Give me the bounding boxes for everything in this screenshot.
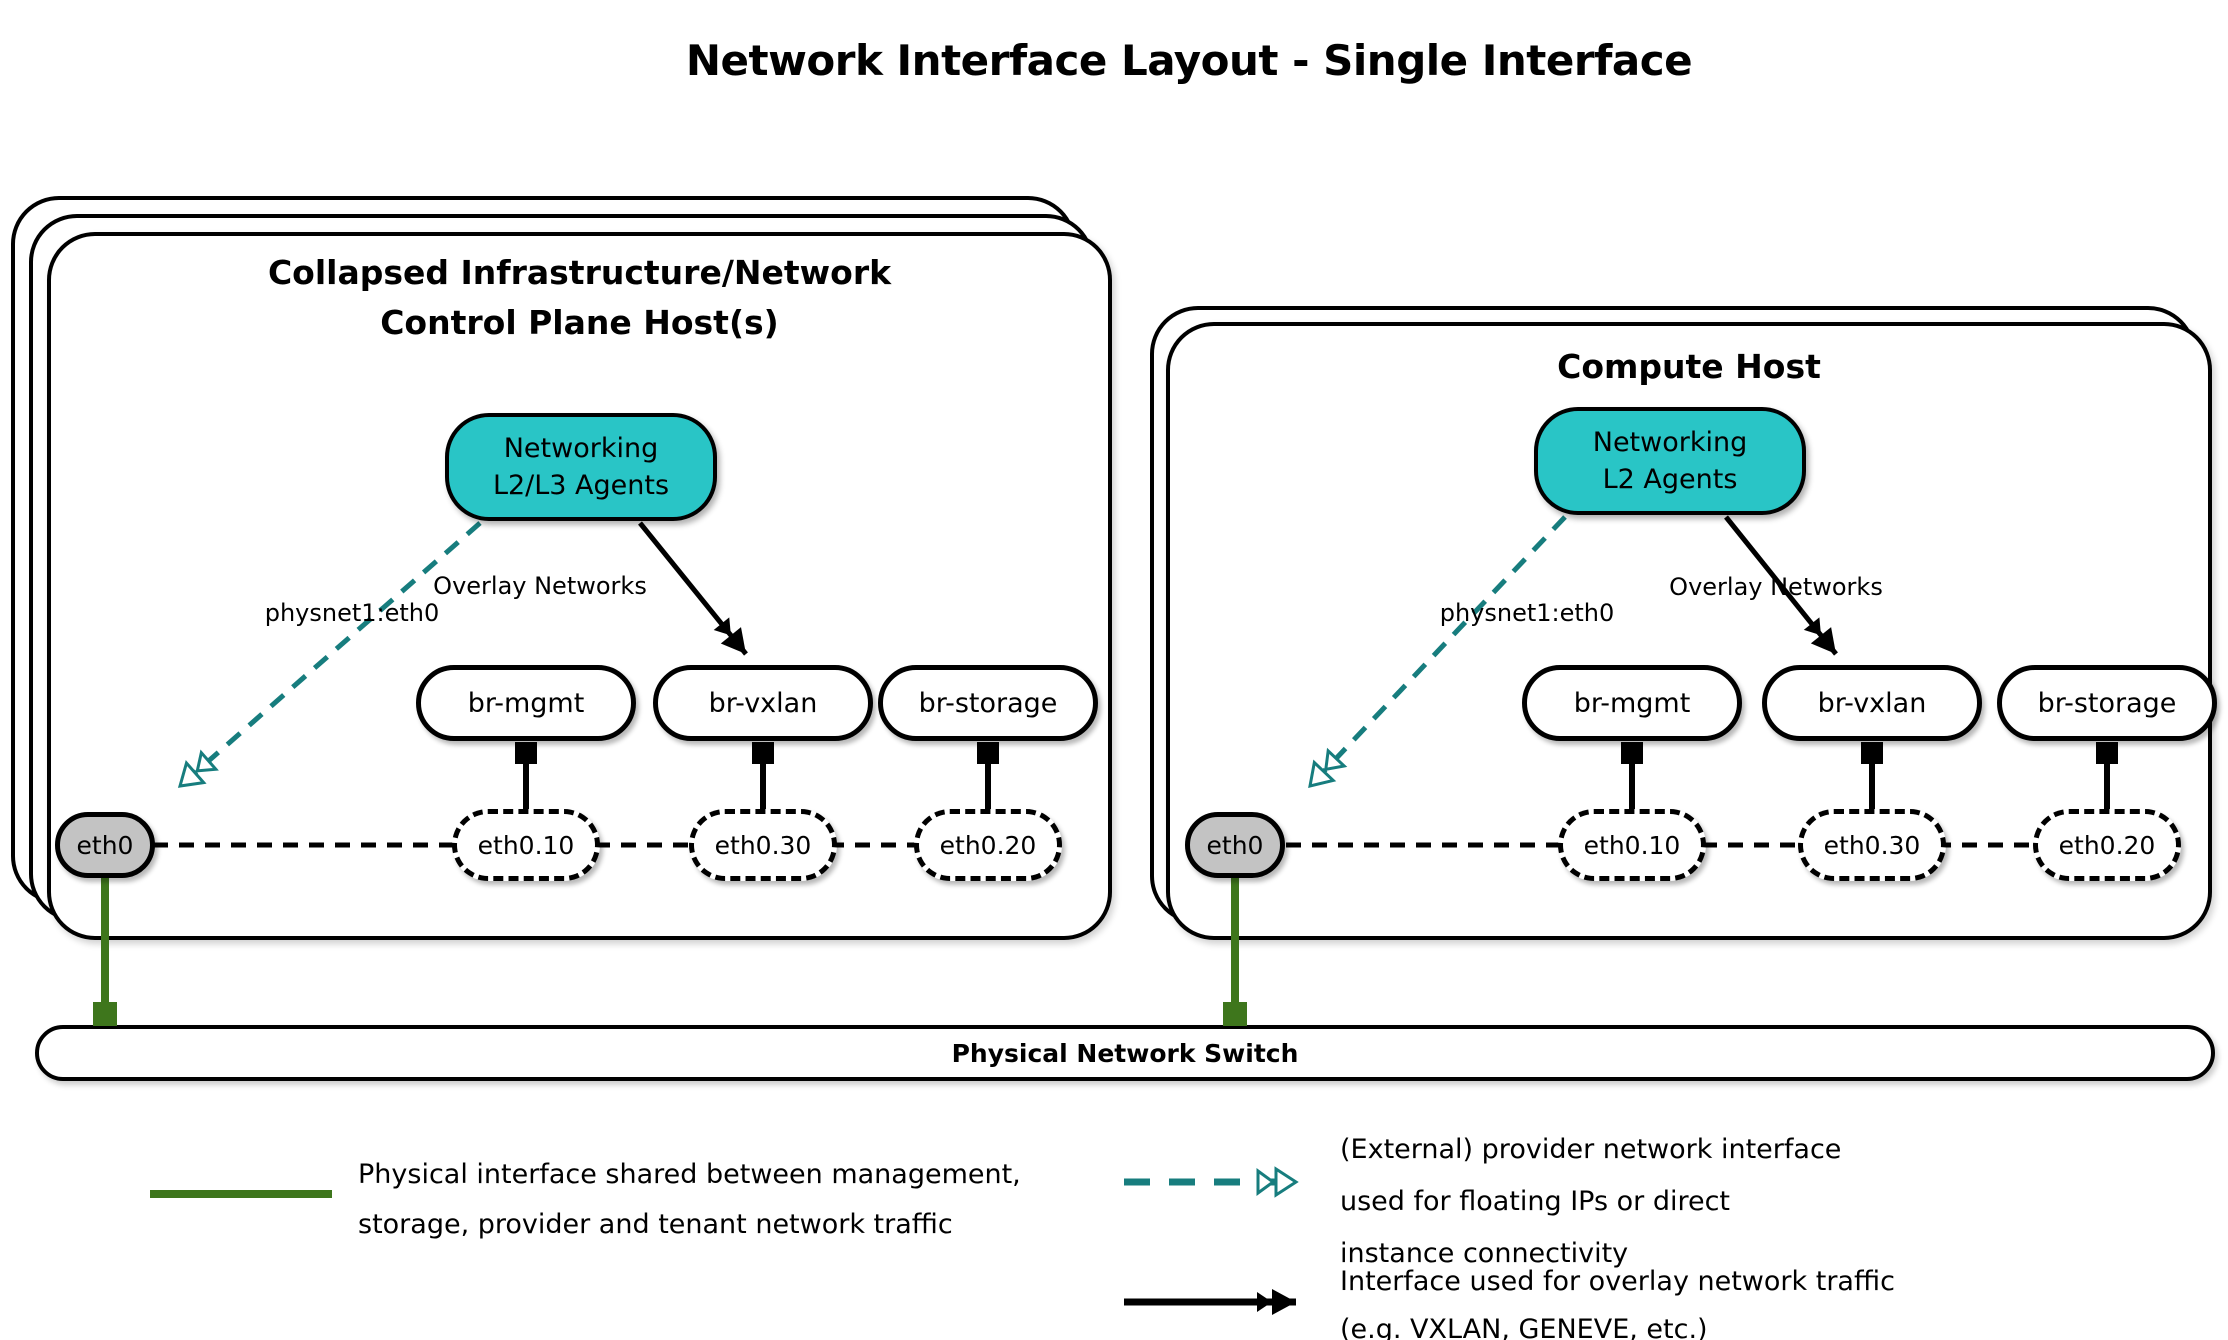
- control-br-storage-node: br-storage: [878, 665, 1098, 741]
- legend-overlay-text: Interface used for overlay network traff…: [1340, 1266, 1895, 1340]
- physical-network-switch-bar: Physical Network Switch: [35, 1025, 2215, 1081]
- control-physnet-arrow-label: physnet1:eth0: [264, 599, 440, 627]
- control-host-title: Collapsed Infrastructure/Network Control…: [267, 253, 892, 342]
- control-overlay-arrow-label: Overlay Networks: [433, 572, 647, 600]
- compute-networking-agents-label: Networking L2 Agents: [1592, 427, 1748, 495]
- compute-br-mgmt-node: br-mgmt: [1522, 665, 1742, 741]
- compute-eth0-20-node: eth0.20: [2033, 809, 2181, 881]
- control-eth0-20-node: eth0.20: [914, 809, 1062, 881]
- diagram-title: Network Interface Layout - Single Interf…: [685, 36, 1693, 85]
- compute-eth0-node: eth0: [1185, 812, 1285, 878]
- control-eth0-10-node: eth0.10: [452, 809, 600, 881]
- switch-label: Physical Network Switch: [951, 1038, 1299, 1068]
- control-eth0-30-node: eth0.30: [689, 809, 837, 881]
- control-br-mgmt-node: br-mgmt: [416, 665, 636, 741]
- control-networking-agents-box: Networking L2/L3 Agents: [445, 413, 717, 521]
- compute-eth0-30-node: eth0.30: [1798, 809, 1946, 881]
- control-br-vxlan-node: br-vxlan: [653, 665, 873, 741]
- legend-physical-text: Physical interface shared between manage…: [358, 1159, 1021, 1240]
- compute-br-storage-node: br-storage: [1997, 665, 2217, 741]
- compute-physnet-arrow-label: physnet1:eth0: [1439, 599, 1615, 627]
- control-networking-agents-label: Networking L2/L3 Agents: [492, 433, 670, 501]
- compute-overlay-arrow-label: Overlay Networks: [1669, 573, 1883, 601]
- compute-networking-agents-box: Networking L2 Agents: [1534, 407, 1806, 515]
- compute-host-title: Compute Host: [1557, 347, 1821, 386]
- compute-br-vxlan-node: br-vxlan: [1762, 665, 1982, 741]
- control-eth0-node: eth0: [55, 812, 155, 878]
- compute-eth0-10-node: eth0.10: [1558, 809, 1706, 881]
- legend-provider-text: (External) provider network interface us…: [1340, 1134, 1842, 1269]
